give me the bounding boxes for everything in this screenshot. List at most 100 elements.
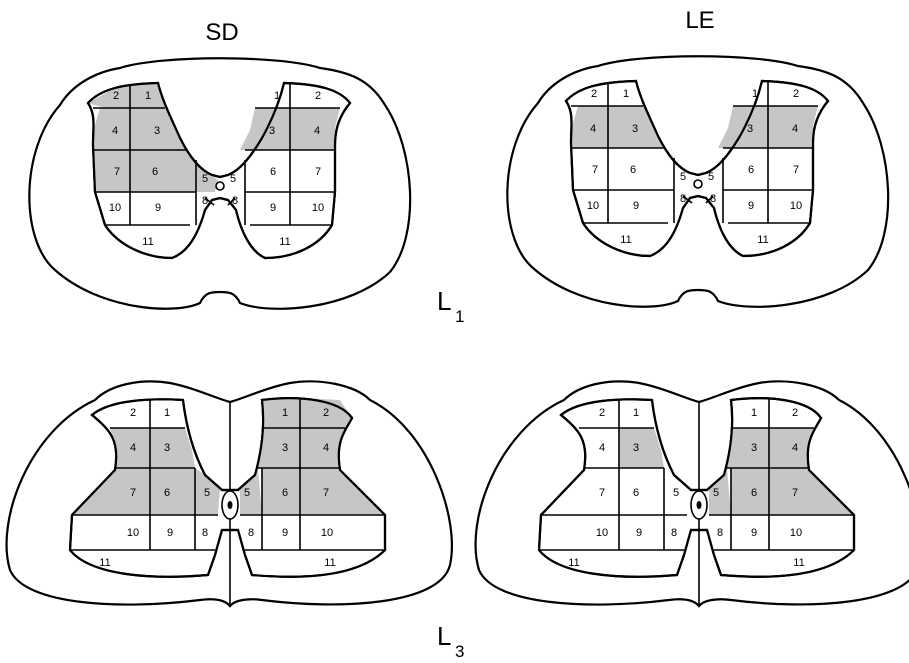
lamina-label-6-right: 6 [282, 487, 288, 499]
level-label-l3: L 3 [437, 621, 464, 661]
lamina-label-3-right: 3 [269, 125, 275, 137]
lamina-label-6-left: 6 [152, 166, 158, 178]
lamina-label-7-right: 7 [323, 487, 329, 499]
lamina-label-6-left: 6 [633, 487, 639, 499]
lamina-label-9-left: 9 [633, 200, 639, 212]
lamina-label-4-left: 4 [590, 123, 596, 135]
lamina-label-1-left: 1 [145, 90, 151, 102]
lamina-label-2-left: 2 [591, 88, 597, 100]
central-canal [216, 182, 224, 190]
lamina-label-10-left: 10 [587, 200, 599, 212]
column-title-le: LE [685, 7, 714, 34]
lamina-label-7-right: 7 [792, 487, 798, 499]
lamina-label-8-left: 8 [202, 195, 208, 207]
lamina-label-6-right: 6 [270, 166, 276, 178]
lamina-label-3-left: 3 [632, 123, 638, 135]
lamina-label-10-right: 10 [321, 527, 333, 539]
lamina-label-8-right: 8 [710, 193, 716, 205]
lamina-label-5-right: 5 [244, 487, 250, 499]
lamina-label-5-right: 5 [230, 173, 236, 185]
lamina-7-left-shade [93, 150, 130, 192]
lamina-label-8-left: 8 [202, 527, 208, 539]
lamina-label-10-right: 10 [312, 202, 324, 214]
lamina-label-10-left: 10 [596, 527, 608, 539]
lamina-label-7-right: 7 [315, 166, 321, 178]
lamina-label-2-left: 2 [130, 407, 136, 419]
lamina-label-11-right: 11 [757, 234, 768, 246]
lamina-label-3-left: 3 [164, 442, 170, 454]
lamina-label-11-left: 11 [99, 557, 110, 569]
lamina-label-1-right: 1 [751, 407, 757, 419]
lamina-label-2-left: 2 [113, 90, 119, 102]
lamina-label-2-right: 2 [315, 90, 321, 102]
lamina-label-3-left: 3 [633, 442, 639, 454]
lamina-label-8-right: 8 [717, 527, 723, 539]
lamina-label-1-right: 1 [282, 407, 288, 419]
lamina-label-8-right: 8 [232, 195, 238, 207]
lamina-label-11-left: 11 [142, 236, 153, 248]
lamina-label-5-left: 5 [680, 171, 686, 183]
lamina-label-9-right: 9 [748, 200, 754, 212]
column-title-sd: SD [205, 19, 238, 46]
lamina-label-6-left: 6 [164, 487, 170, 499]
lamina-label-2-right: 2 [792, 407, 798, 419]
lamina-label-4-left: 4 [599, 442, 605, 454]
lamina-label-1-right: 1 [752, 88, 758, 100]
lamina-label-9-left: 9 [167, 527, 173, 539]
lamina-label-9-left: 9 [155, 202, 161, 214]
lamina-label-5-right: 5 [713, 487, 719, 499]
level-label-l1: L 1 [437, 286, 464, 326]
lamina-label-6-right: 6 [748, 164, 754, 176]
lamina-label-3-left: 3 [154, 125, 160, 137]
lamina-label-11-right: 11 [324, 557, 335, 569]
central-canal-dot [228, 501, 233, 509]
lamina-label-2-right: 2 [323, 407, 329, 419]
lamina-label-7-right: 7 [793, 164, 799, 176]
lamina-label-8-right: 8 [248, 527, 254, 539]
lamina-label-1-right: 1 [274, 90, 280, 102]
lamina-label-9-right: 9 [270, 202, 276, 214]
lamina-label-11-right: 11 [793, 557, 804, 569]
lamina-3-right-shade [727, 428, 769, 468]
panel-sd-l1: 21437651098111234567891011 [29, 58, 410, 309]
lamina-label-10-left: 10 [109, 202, 121, 214]
level-sub-l3: 3 [455, 642, 464, 661]
lamina-label-10-right: 10 [790, 527, 802, 539]
lamina-label-10-left: 10 [127, 527, 139, 539]
lamina-label-11-right: 11 [279, 236, 290, 248]
lamina-label-9-left: 9 [636, 527, 642, 539]
lamina-label-4-right: 4 [792, 442, 798, 454]
level-letter-l1: L [437, 286, 451, 316]
lamina-label-4-left: 4 [112, 125, 118, 137]
central-canal [694, 180, 702, 188]
lamina-6-left-shade [130, 150, 198, 192]
lamina-label-7-left: 7 [599, 487, 605, 499]
lamina-label-2-left: 2 [599, 407, 605, 419]
level-letter-l3: L [437, 621, 451, 651]
lamina-label-4-left: 4 [130, 442, 136, 454]
lamina-label-8-left: 8 [671, 527, 677, 539]
lamina-label-11-left: 11 [568, 557, 579, 569]
lamina-label-5-left: 5 [673, 487, 679, 499]
lamina-label-2-right: 2 [793, 88, 799, 100]
lamina-label-8-left: 8 [680, 193, 686, 205]
lamina-6-left-shade [150, 468, 195, 515]
lamina-label-1-left: 1 [633, 407, 639, 419]
lamina-label-7-left: 7 [130, 487, 136, 499]
lamina-label-7-left: 7 [114, 166, 120, 178]
lamina-label-5-right: 5 [708, 171, 714, 183]
lamina-label-11-left: 11 [620, 234, 631, 246]
lamina-label-1-left: 1 [623, 88, 629, 100]
lamina-label-6-left: 6 [630, 164, 636, 176]
level-sub-l1: 1 [455, 307, 464, 326]
lamina-label-3-right: 3 [282, 442, 288, 454]
lamina-label-7-left: 7 [592, 164, 598, 176]
lamina-label-3-right: 3 [751, 442, 757, 454]
lamina-label-6-right: 6 [751, 487, 757, 499]
lamina-label-1-left: 1 [164, 407, 170, 419]
